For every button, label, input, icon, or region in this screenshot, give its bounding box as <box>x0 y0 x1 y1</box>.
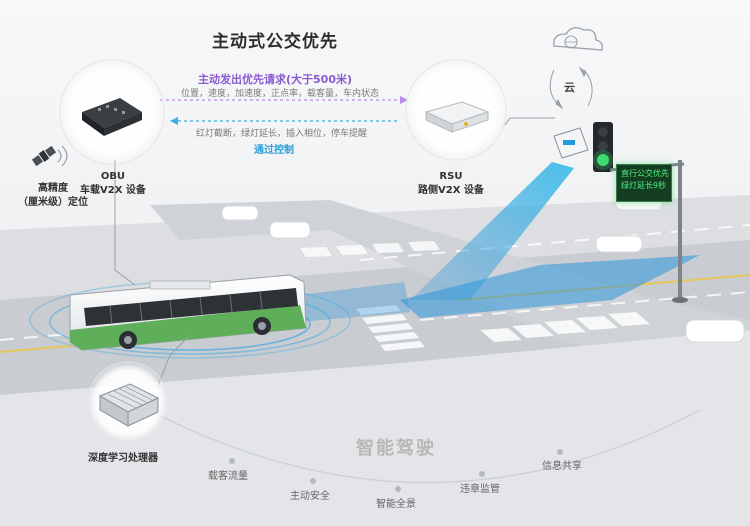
sign-line2: 绿灯延长9秒 <box>621 181 667 190</box>
processor-caption: 深度学习处理器 <box>88 453 158 464</box>
positioning-caption: 高精度 （厘米级）定位 <box>18 182 88 209</box>
positioning-line2: （厘米级）定位 <box>18 196 88 208</box>
bus <box>69 274 307 351</box>
roadside-unit-icon <box>553 127 589 159</box>
priority-path-highlight <box>400 255 700 318</box>
road-surface <box>0 195 750 526</box>
processor-device-icon <box>98 383 160 427</box>
satellite-icon <box>31 145 57 167</box>
rsu-description: 路侧V2X 设备 <box>418 184 484 196</box>
rsu-name: RSU <box>439 171 463 182</box>
cloud-label: 云 <box>564 81 575 94</box>
priority-sign-board: 直行公交优先 绿灯延长9秒 <box>616 164 672 202</box>
traffic-light-icon <box>593 122 613 172</box>
arc-feature-dots <box>229 449 563 492</box>
smart-driving-title: 智能驾驶 <box>356 438 436 459</box>
feature-passenger-flow: 载客流量 <box>208 471 248 482</box>
positioning-line1: 高精度 <box>38 183 68 194</box>
obu-device-icon <box>82 98 142 136</box>
feature-info-sharing: 信息共享 <box>542 461 582 472</box>
obu-description: 车载V2X 设备 <box>80 184 146 196</box>
control-label: 通过控制 <box>254 145 294 156</box>
rsu-caption: RSU 路侧V2X 设备 <box>418 170 484 197</box>
signal-actions-label: 红灯截断，绿灯延长，插入相位，停车提醒 <box>196 129 368 139</box>
diagram-title: 主动式公交优先 <box>212 32 338 52</box>
vehicle-state-info: 位置，速度，加速度，正点率，载客量，车内状态 <box>181 89 380 99</box>
request-arrow <box>160 96 408 104</box>
smart-driving-arc <box>129 399 701 484</box>
rsu-device-icon <box>424 101 490 133</box>
sign-line1: 直行公交优先 <box>621 169 669 178</box>
feature-active-safety: 主动安全 <box>290 491 330 502</box>
priority-request-label: 主动发出优先请求(大于500米) <box>198 73 353 86</box>
crosswalk-right <box>480 312 650 342</box>
crosswalk-top <box>300 241 440 257</box>
connector-lines <box>114 117 555 389</box>
crosswalk-center <box>356 305 425 351</box>
cloud-sync-arrows <box>549 66 593 110</box>
rsu-signal-beam <box>410 162 574 300</box>
obu-name: OBU <box>100 171 126 182</box>
control-arrow <box>170 117 400 125</box>
feature-panoramic-view: 智能全景 <box>376 499 416 510</box>
obu-caption: OBU 车载V2X 设备 <box>80 170 146 197</box>
cloud-icon <box>553 27 604 51</box>
feature-violation-monitoring: 违章监管 <box>460 484 500 495</box>
